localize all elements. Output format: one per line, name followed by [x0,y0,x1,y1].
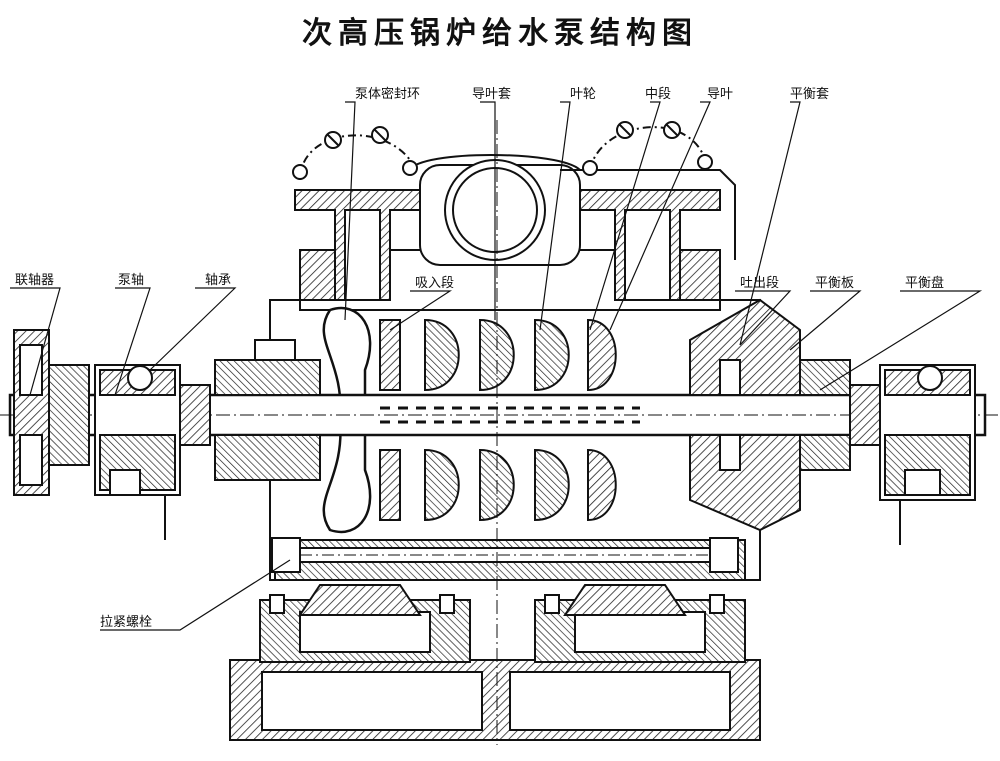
left-bearing-housing [94,364,211,496]
label-balance-plate: 平衡板 [815,276,854,291]
diagram-title: 次高压锅炉给水泵结构图 [302,16,698,51]
balance-piping [299,126,706,181]
label-pump-casing-seal-ring: 泵体密封环 [355,86,420,102]
part-labels: 泵体密封环 导叶套 叶轮 中段 导叶 平衡套 联轴器 泵轴 轴承 吸入段 吐出段… [15,86,944,630]
label-impeller: 叶轮 [570,87,596,102]
label-tie-bolt: 拉紧螺栓 [100,615,152,630]
label-bearing: 轴承 [205,273,231,288]
discharge-nozzle [569,189,721,301]
right-bearing-housing [849,364,976,501]
label-coupling: 联轴器 [15,273,54,288]
left-seal-housing [214,339,321,481]
label-guide-vane: 导叶 [707,87,733,102]
valve-icons [292,121,713,180]
leader-lines [10,101,983,631]
label-middle-section: 中段 [645,87,671,102]
label-guide-vane-sleeve: 导叶套 [472,86,511,102]
tie-bolts [271,537,739,573]
coupling [13,329,90,496]
label-balance-disc: 平衡盘 [905,275,944,291]
label-suction-section: 吸入段 [415,276,454,291]
pump-base [229,584,761,741]
label-pump-shaft: 泵轴 [118,273,144,288]
suction-nozzle [294,189,421,301]
balance-device [689,298,851,532]
impeller-stages [379,318,617,522]
label-balance-sleeve: 平衡套 [790,86,829,102]
foundation-bolts [164,495,901,614]
label-discharge-section: 吐出段 [740,276,779,291]
upper-chamber [409,154,736,266]
